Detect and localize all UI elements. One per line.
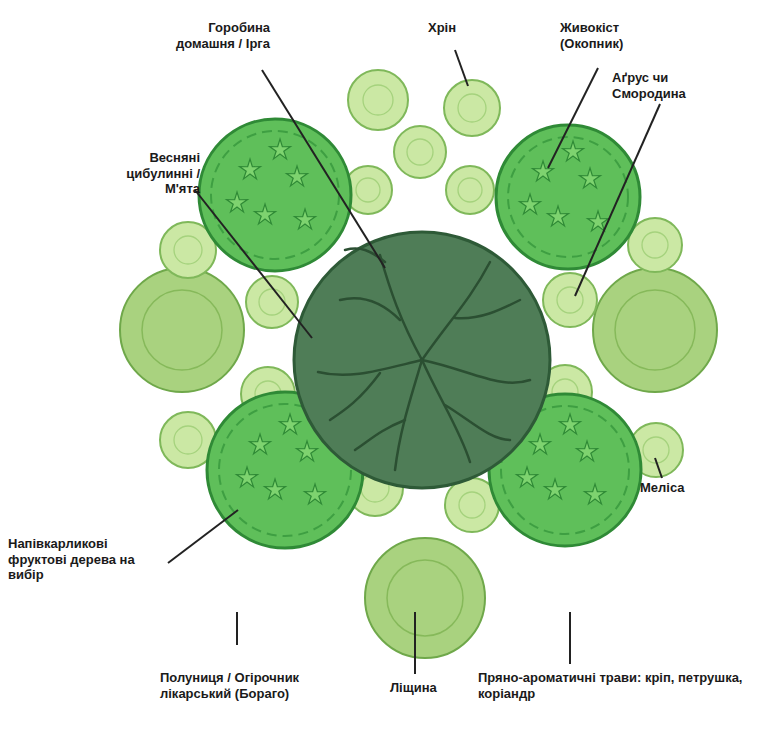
leader-line	[575, 104, 660, 296]
small-herb-texture	[458, 178, 482, 202]
plant-label: Живокіст (Окопник)	[560, 20, 680, 51]
small-herb-texture	[642, 232, 668, 258]
leader-line	[236, 612, 238, 645]
pale-shrub	[120, 268, 244, 392]
fruit-tree-texture	[287, 166, 308, 186]
small-herb-texture	[174, 426, 202, 454]
central-tree	[330, 373, 380, 420]
small-herb	[246, 276, 298, 328]
fruit-tree-texture	[297, 441, 318, 461]
fruit-tree-texture	[545, 479, 566, 499]
central-tree	[395, 360, 422, 470]
small-herb	[543, 273, 597, 327]
central-tree	[445, 405, 510, 440]
fruit-tree-texture	[563, 141, 584, 161]
leader-line	[168, 510, 238, 563]
leader-line	[655, 458, 662, 478]
central-tree	[340, 298, 400, 320]
small-herb	[394, 126, 446, 178]
small-herb-texture	[557, 287, 583, 313]
central-tree	[422, 360, 470, 462]
fruit-tree-texture	[280, 414, 301, 434]
fruit-tree-texture	[295, 209, 316, 229]
plant-label: Горобина домашня / Ірга	[150, 20, 270, 51]
fruit-tree-texture	[270, 139, 291, 159]
pale-shrub-texture	[615, 290, 695, 370]
pale-shrub-texture	[142, 290, 222, 370]
fruit-tree	[199, 119, 641, 548]
central-tree	[318, 360, 422, 375]
small-herb	[628, 218, 682, 272]
small-herb-texture	[363, 85, 393, 115]
plant-label: Весняні цибулинні / М'ята	[90, 150, 200, 197]
leader-line	[414, 612, 416, 674]
fruit-tree-texture	[227, 192, 248, 212]
leader-line	[455, 50, 468, 86]
fruit-tree-texture	[520, 194, 541, 214]
central-tree	[455, 300, 520, 318]
small-herb-texture	[407, 139, 433, 165]
fruit-tree-texture	[211, 131, 339, 259]
central-tree	[422, 360, 530, 383]
fruit-tree-texture	[255, 204, 276, 224]
plant-label: Полуниця / Огірочник лікарський (Бораго)	[160, 670, 350, 701]
plant-label: Аґрус чи Смородина	[612, 70, 742, 101]
leader-line	[548, 68, 598, 168]
leader-line	[262, 70, 385, 268]
fruit-tree-texture	[517, 467, 538, 487]
pale-shrub	[593, 268, 717, 392]
small-herb	[446, 166, 494, 214]
leader-line	[569, 612, 571, 664]
central-tree	[318, 249, 530, 471]
small-herb-texture	[259, 289, 285, 315]
leader-line	[168, 50, 662, 674]
fruit-tree-texture	[250, 434, 271, 454]
plant-label: Напівкарликові фруктові дерева на вибір	[8, 536, 168, 583]
fruit-tree-texture	[580, 168, 601, 188]
small-herb-texture	[459, 492, 485, 518]
central-tree	[355, 420, 405, 450]
plant-label: Хрін	[428, 20, 488, 36]
small-herb-texture	[174, 236, 202, 264]
fruit-tree-texture	[585, 484, 606, 504]
leader-line	[195, 190, 312, 338]
central-tree	[294, 232, 550, 488]
plant-label: Пряно-ароматичні трави: кріп, петрушка, …	[478, 670, 750, 701]
small-herb	[348, 70, 408, 130]
fruit-tree-texture	[240, 159, 261, 179]
fruit-tree-texture	[211, 131, 629, 536]
central-tree	[422, 262, 490, 360]
plant-label: Меліса	[640, 480, 720, 496]
fruit-tree-texture	[530, 434, 551, 454]
central-tree	[294, 232, 550, 488]
fruit-tree-texture	[237, 467, 258, 487]
fruit-tree-texture	[508, 137, 628, 257]
small-herb-texture	[458, 94, 486, 122]
small-herb-texture	[356, 178, 380, 202]
small-herb	[444, 80, 500, 136]
plant-label: Ліщина	[390, 680, 470, 696]
fruit-tree-texture	[265, 479, 286, 499]
fruit-tree-texture	[305, 484, 326, 504]
fruit-tree	[199, 119, 351, 271]
fruit-tree-texture	[548, 206, 569, 226]
fruit-tree-texture	[577, 441, 598, 461]
fruit-tree-texture	[560, 414, 581, 434]
pale-shrub	[365, 538, 485, 658]
pale-shrub-texture	[387, 560, 463, 636]
